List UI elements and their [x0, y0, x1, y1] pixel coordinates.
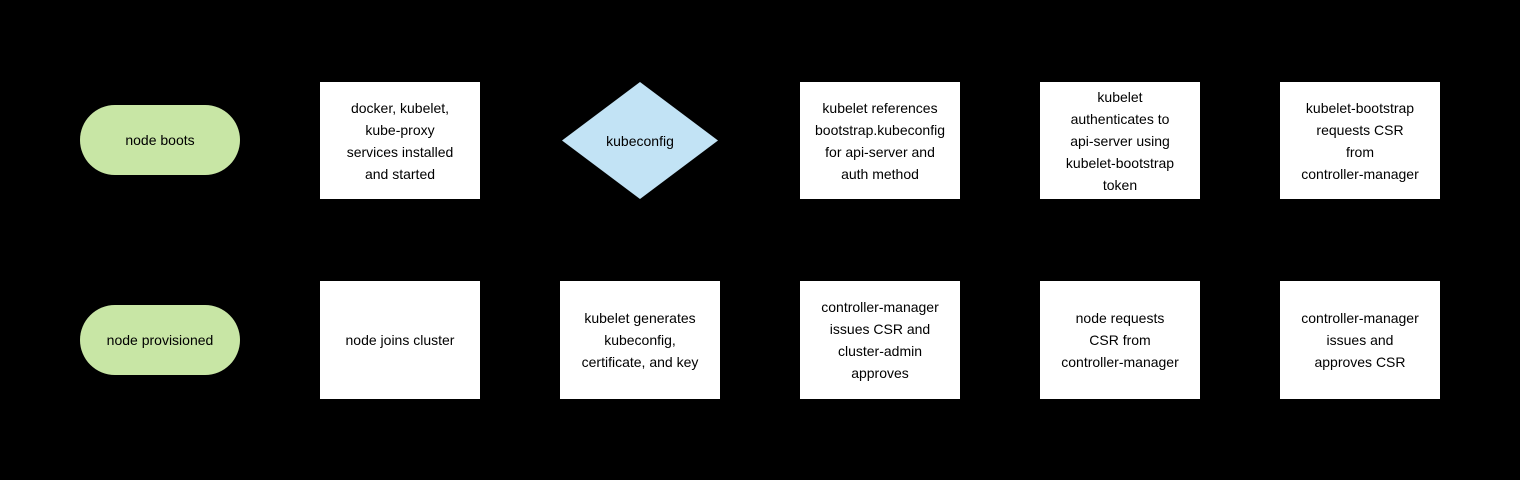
flow-node-kubelet-authenticates[interactable]: kubelet authenticates to api-server usin…	[1040, 82, 1200, 199]
flow-node-kubelet-references-bootstrap[interactable]: kubelet references bootstrap.kubeconfig …	[800, 82, 960, 199]
flow-node-node-boots[interactable]: node boots	[80, 105, 240, 175]
flow-node-label: node joins cluster	[345, 332, 455, 348]
flow-node-kubelet-bootstrap-requests-csr[interactable]: kubelet-bootstrap requests CSR from cont…	[1280, 82, 1440, 199]
flow-node-controller-manager-issues-csr[interactable]: controller-manager issues CSR and cluste…	[800, 281, 960, 399]
flow-node-label: kubeconfig	[606, 132, 674, 149]
decision-diamond-shape	[562, 82, 718, 199]
flow-node-label: kubelet references bootstrap.kubeconfig …	[815, 99, 945, 182]
flow-node-label: kubelet authenticates to api-server usin…	[1065, 88, 1175, 193]
flow-node-label: kubelet generates kubeconfig, certificat…	[581, 310, 699, 370]
flow-node-label: node boots	[125, 132, 195, 148]
flow-node-controller-manager-approves-csr[interactable]: controller-manager issues and approves C…	[1280, 281, 1440, 399]
flow-node-label: controller-manager issues and approves C…	[1301, 310, 1419, 370]
flow-node-node-provisioned[interactable]: node provisioned	[80, 305, 240, 375]
flow-node-label: node requests CSR from controller-manage…	[1061, 310, 1179, 370]
flow-node-node-requests-csr[interactable]: node requests CSR from controller-manage…	[1040, 281, 1200, 399]
flow-node-kubelet-generates-kubeconfig[interactable]: kubelet generates kubeconfig, certificat…	[560, 281, 720, 399]
flow-node-services-installed[interactable]: docker, kubelet, kube-proxy services ins…	[320, 82, 480, 199]
flow-node-kubeconfig-decision[interactable]: kubeconfig	[562, 82, 718, 199]
flow-node-label: node provisioned	[106, 332, 214, 348]
flow-node-label: kubelet-bootstrap requests CSR from cont…	[1301, 99, 1419, 182]
flow-node-label: docker, kubelet, kube-proxy services ins…	[346, 99, 454, 182]
flow-node-node-joins-cluster[interactable]: node joins cluster	[320, 281, 480, 399]
flow-node-label: controller-manager issues CSR and cluste…	[821, 299, 939, 381]
